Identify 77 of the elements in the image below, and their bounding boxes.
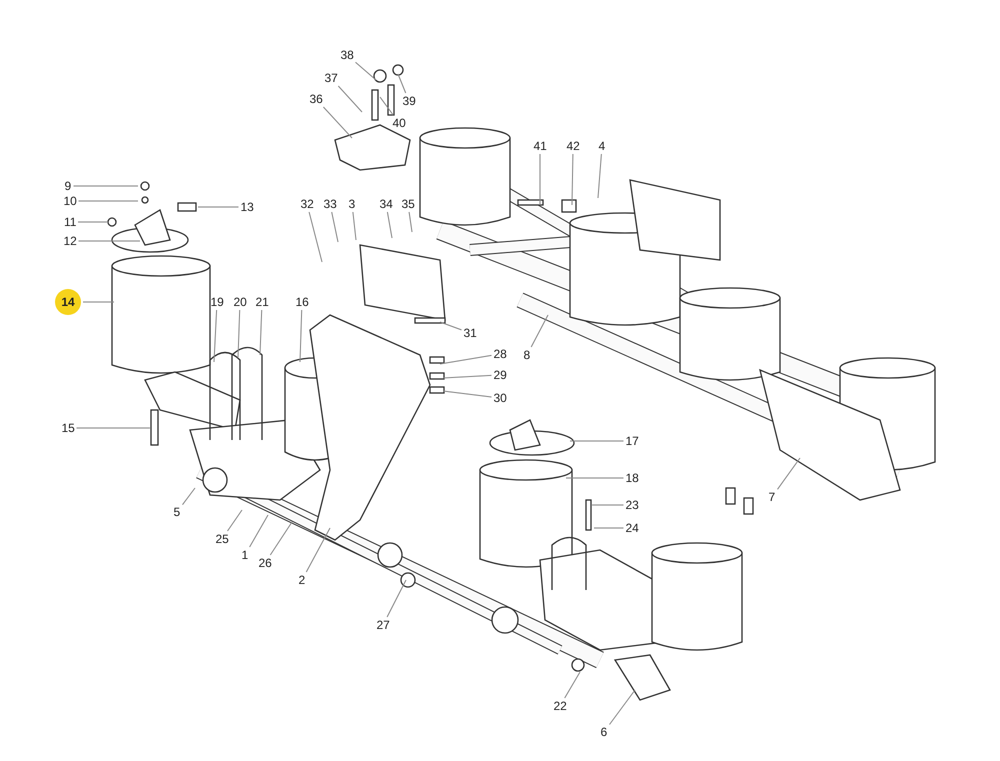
leader-line	[249, 514, 268, 548]
leader-line	[440, 322, 462, 330]
callout-number: 25	[216, 532, 229, 546]
leader-line	[570, 440, 624, 442]
callout-number: 1	[242, 548, 248, 562]
leader-line	[78, 240, 140, 242]
leader-line	[386, 580, 406, 618]
callout-number: 12	[64, 234, 77, 248]
leader-line	[322, 106, 352, 138]
callout-number: 41	[534, 139, 547, 153]
leader-line	[306, 528, 330, 572]
leader-line	[440, 354, 492, 364]
callout-number: 30	[494, 391, 507, 405]
leader-line	[227, 510, 242, 532]
callout-number: 6	[600, 725, 608, 739]
callout-number: 3	[348, 197, 356, 211]
leader-line	[214, 310, 218, 362]
callout-number: 14	[55, 289, 81, 315]
leader-line	[238, 310, 240, 358]
callout-number: 34	[380, 197, 393, 211]
callout-number: 28	[494, 347, 507, 361]
callout-number: 35	[402, 197, 415, 211]
callout-number: 19	[210, 295, 224, 309]
callout-number: 33	[324, 197, 337, 211]
callout-number: 4	[598, 139, 606, 153]
leader-line	[300, 310, 302, 362]
callout-number: 18	[626, 471, 639, 485]
leader-line	[609, 690, 636, 725]
callout-number: 22	[554, 699, 567, 713]
leader-line	[331, 212, 338, 242]
callout-number: 24	[626, 521, 639, 535]
leader-line	[386, 212, 392, 238]
leader-line	[572, 154, 574, 206]
leader-line	[592, 504, 624, 506]
leader-line	[777, 458, 800, 490]
leader-line	[442, 390, 492, 398]
leader-line	[355, 62, 376, 80]
callout-number: 21	[256, 295, 269, 309]
callout-number: 40	[392, 116, 406, 130]
callout-number: 31	[464, 326, 477, 340]
leader-line	[182, 488, 196, 506]
leader-line	[398, 74, 406, 94]
callout-number: 29	[494, 368, 507, 382]
callout-number: 20	[234, 295, 247, 309]
callout-number: 5	[174, 505, 180, 519]
callout-number: 23	[626, 498, 639, 512]
leader-line	[564, 672, 580, 698]
callout-number: 7	[768, 490, 776, 504]
callout-number: 9	[64, 179, 72, 193]
callout-number: 2	[298, 573, 306, 587]
callout-number: 37	[324, 71, 338, 85]
leader-line	[380, 96, 394, 116]
callout-number: 10	[64, 194, 77, 208]
callout-number: 11	[64, 215, 76, 229]
leader-line	[530, 314, 548, 348]
leader-line	[598, 154, 602, 198]
leader-line	[442, 374, 492, 378]
leader-line	[308, 212, 322, 262]
callout-number: 26	[258, 556, 272, 570]
leader-line	[270, 522, 292, 556]
callout-number: 15	[62, 421, 75, 435]
callout-number: 17	[626, 434, 639, 448]
leader-line	[78, 200, 138, 202]
leader-line	[198, 206, 239, 208]
leader-line	[408, 212, 412, 232]
callout-number: 36	[310, 92, 323, 106]
leader-line	[260, 310, 262, 356]
callout-number: 38	[340, 48, 354, 62]
callout-number: 32	[300, 197, 314, 211]
callout-number: 8	[524, 348, 530, 362]
leader-line	[352, 212, 356, 240]
leader-line	[338, 86, 362, 112]
callout-number: 39	[402, 94, 416, 108]
callout-number: 13	[240, 200, 254, 214]
callout-number: 42	[566, 139, 580, 153]
callout-number: 16	[296, 295, 309, 309]
callout-number: 27	[376, 618, 390, 632]
